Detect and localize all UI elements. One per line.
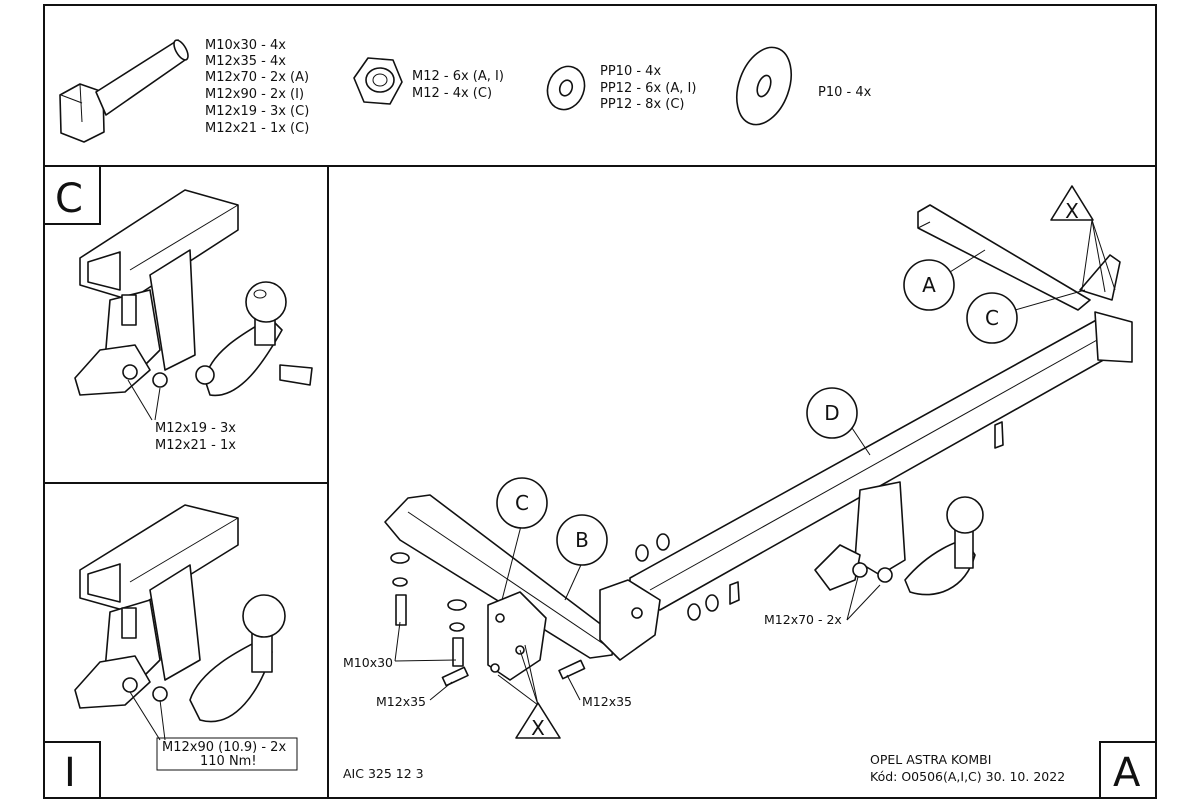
small-washer-size-2: PP12 - 6x (A, I) [600, 81, 696, 96]
callout-m12x35-right: M12x35 [582, 694, 632, 709]
nut-icon [353, 57, 403, 105]
panel-i-towbar-drawing [74, 504, 286, 741]
warning-triangle-x-top: X [1050, 185, 1094, 223]
svg-text:X: X [531, 716, 545, 740]
svg-text:D: D [824, 401, 839, 425]
panel-c-callout-line-1: M12x19 - 3x [155, 421, 236, 436]
nut-sizes-list: M12 - 6x (A, I) M12 - 4x (C) [412, 69, 504, 101]
callout-m12x70: M12x70 - 2x [764, 612, 842, 627]
part-label-c-bottom: C [496, 477, 548, 529]
small-washer-size-3: PP12 - 8x (C) [600, 97, 685, 112]
bolt-size-4: M12x90 - 2x (I) [205, 87, 304, 102]
part-label-b: B [556, 514, 608, 566]
part-label-a: A [903, 259, 955, 311]
svg-text:C: C [515, 491, 529, 515]
svg-text:A: A [922, 273, 936, 297]
panel-i-callout-box [156, 737, 298, 771]
bolt-size-2: M12x35 - 4x [205, 54, 286, 69]
svg-text:X: X [1065, 199, 1079, 223]
part-label-d: D [806, 387, 858, 439]
warning-triangle-x-bottom: X [515, 702, 561, 740]
panel-i-letter: I [64, 750, 76, 796]
small-washer-sizes-list: PP10 - 4x PP12 - 6x (A, I) PP12 - 8x (C) [600, 64, 696, 112]
bolt-sizes-list: M10x30 - 4x M12x35 - 4x M12x70 - 2x (A) … [205, 38, 309, 136]
panel-i-callout: M12x90 (10.9) - 2x 110 Nm! [162, 740, 286, 769]
nut-size-2: M12 - 4x (C) [412, 86, 492, 101]
large-washer-size: P10 - 4x [818, 85, 872, 100]
small-washer-icon [546, 65, 586, 111]
bolt-size-5: M12x19 - 3x (C) [205, 104, 309, 119]
panel-i-callout-line-1: M12x90 (10.9) - 2x [162, 740, 286, 755]
panel-c-towbar-drawing [74, 189, 313, 421]
part-label-c-top: C [966, 292, 1018, 344]
product-code: AIC 325 12 3 [343, 766, 424, 781]
callout-m10x30: M10x30 [343, 655, 393, 670]
small-washer-size-1: PP10 - 4x [600, 64, 661, 79]
large-washer-icon [736, 46, 792, 126]
frame-lines [43, 4, 1157, 799]
svg-text:C: C [985, 306, 999, 330]
bolt-size-6: M12x21 - 1x (C) [205, 121, 309, 136]
bolt-size-3: M12x70 - 2x (A) [205, 70, 309, 85]
kod-date: Kód: O0506(A,I,C) 30. 10. 2022 [870, 769, 1065, 784]
variant-letter: A [1113, 750, 1141, 796]
panel-c-callout-line-2: M12x21 - 1x [155, 438, 236, 453]
bolt-size-1: M10x30 - 4x [205, 38, 286, 53]
vehicle-name: OPEL ASTRA KOMBI [870, 752, 991, 767]
panel-c-letter: C [55, 176, 83, 222]
panel-c-callout: M12x19 - 3x M12x21 - 1x [155, 421, 236, 453]
panel-i-callout-line-2: 110 Nm! [200, 754, 257, 769]
nut-size-1: M12 - 6x (A, I) [412, 69, 504, 84]
main-assembly-drawing [384, 204, 1133, 687]
callout-m12x35-left: M12x35 [376, 694, 426, 709]
bolt-icon [59, 39, 189, 143]
leader-lines [394, 219, 1116, 706]
svg-text:B: B [575, 528, 589, 552]
